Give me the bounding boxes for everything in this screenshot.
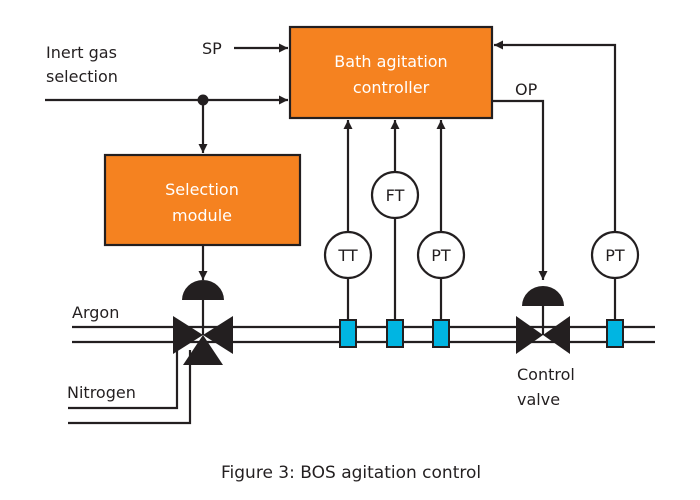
sp-label: SP (202, 39, 222, 58)
selection-module: Selection module (103, 153, 302, 247)
op-signal (492, 99, 548, 280)
bath-agitation-controller: Bath agitation controller (288, 25, 494, 120)
ft-label: FT (386, 186, 405, 205)
argon-label: Argon (72, 303, 119, 322)
tt-instrument: TT (323, 230, 373, 280)
pt1-sensor (432, 319, 450, 348)
controller-label-1: Bath agitation (334, 52, 447, 71)
selection-label-1: Selection (165, 180, 239, 199)
op-label: OP (515, 80, 538, 99)
pt2-feedback (494, 40, 617, 232)
inert-gas-label-2: selection (46, 67, 118, 86)
inert-gas-label-1: Inert gas (46, 43, 117, 62)
figure-caption: Figure 3: BOS agitation control (221, 463, 481, 483)
pt2-sensor (606, 319, 624, 348)
three-way-valve (173, 280, 233, 365)
controller-label-2: controller (353, 78, 430, 97)
pt1-label: PT (431, 246, 451, 265)
control-valve (516, 286, 570, 354)
pt2-instrument: PT (590, 230, 640, 280)
control-valve-label-1: Control (517, 365, 575, 384)
control-valve-label-2: valve (517, 390, 560, 409)
nitrogen-pipe (68, 350, 192, 425)
tt-sensor (339, 319, 357, 348)
pt2-label: PT (605, 246, 625, 265)
selection-label-2: module (172, 206, 232, 225)
ft-instrument: FT (370, 170, 420, 220)
pt1-instrument: PT (416, 230, 466, 280)
ft-sensor (386, 319, 404, 348)
nitrogen-label: Nitrogen (67, 383, 136, 402)
tt-label: TT (337, 246, 357, 265)
